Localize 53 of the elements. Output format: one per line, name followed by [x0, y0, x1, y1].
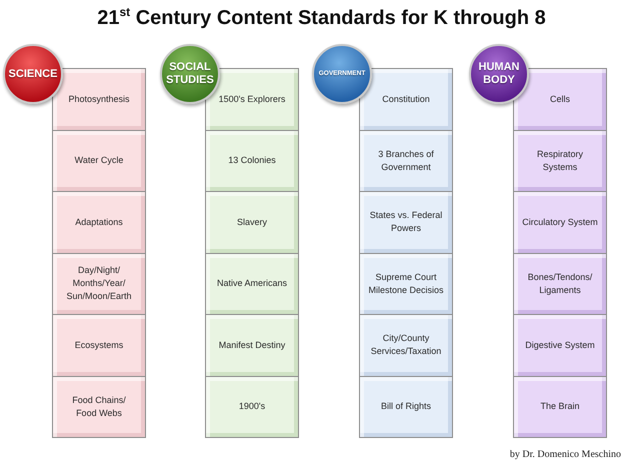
topic-box	[205, 376, 299, 438]
topic-box	[52, 130, 146, 192]
topic-box	[205, 252, 299, 315]
topic-label: Day/Night/ Months/Year/ Sun/Moon/Earth	[65, 264, 133, 304]
topic-label: Slavery	[236, 216, 267, 229]
topic-label: Water Cycle	[74, 154, 124, 168]
topic-label: Bill of Rights	[380, 400, 432, 414]
topic-label: Constitution	[382, 92, 430, 106]
topic-label: States vs. Federal Powers	[368, 209, 444, 236]
topic-box	[513, 314, 607, 376]
topic-box	[359, 376, 453, 438]
topic-box	[359, 130, 453, 192]
credit-caption: by Dr. Domenico Meschino	[510, 449, 621, 460]
topic-label: 13 Colonies	[228, 154, 276, 168]
topic-box	[513, 191, 607, 254]
topic-label: Native Americans	[216, 277, 288, 290]
topic-box	[205, 314, 299, 376]
topic-label: Respiratory Systems	[536, 148, 584, 174]
subject-circle	[160, 44, 220, 104]
topic-box	[52, 191, 146, 254]
topic-label: Cells	[550, 92, 570, 106]
topic-label: Supreme Court Milestone Decisios	[368, 270, 444, 297]
topic-label: The Brain	[540, 400, 580, 414]
subject-label: SCIENCE	[8, 68, 58, 80]
topic-label: Photosynthesis	[68, 92, 130, 106]
topic-label: 1900's	[238, 400, 266, 414]
topic-box	[513, 130, 607, 192]
topic-box	[513, 252, 607, 315]
topic-label: 3 Branches of Government	[377, 148, 435, 174]
subject-circle	[469, 44, 529, 104]
topic-box	[52, 376, 146, 438]
topic-box	[513, 376, 607, 438]
topic-label: Ecosystems	[74, 338, 124, 352]
subject-label: HUMAN BODY	[478, 61, 520, 87]
topic-box	[52, 252, 146, 315]
topic-box	[52, 314, 146, 376]
subject-circle	[3, 44, 63, 104]
topic-label: Manifest Destiny	[218, 338, 286, 352]
topic-label: Digestive System	[525, 338, 595, 352]
topic-label: Adaptations	[75, 216, 123, 229]
topic-label: City/County Services/Taxation	[370, 332, 442, 358]
topic-box	[359, 191, 453, 254]
topic-label: Bones/Tendons/ Ligaments	[526, 270, 594, 297]
subject-label: SOCIAL STUDIES	[165, 61, 215, 87]
topic-box	[205, 191, 299, 254]
topic-box	[359, 252, 453, 315]
subject-circle	[312, 44, 372, 104]
title: 21$^{st}$ Century Content Standards for K through 8	[96, 5, 547, 31]
topic-box	[205, 130, 299, 192]
topic-label: 1500's Explorers	[218, 92, 286, 106]
topic-label: Circulatory System	[522, 216, 598, 229]
topic-label: Food Chains/ Food Webs	[71, 394, 127, 420]
topic-box	[359, 314, 453, 376]
